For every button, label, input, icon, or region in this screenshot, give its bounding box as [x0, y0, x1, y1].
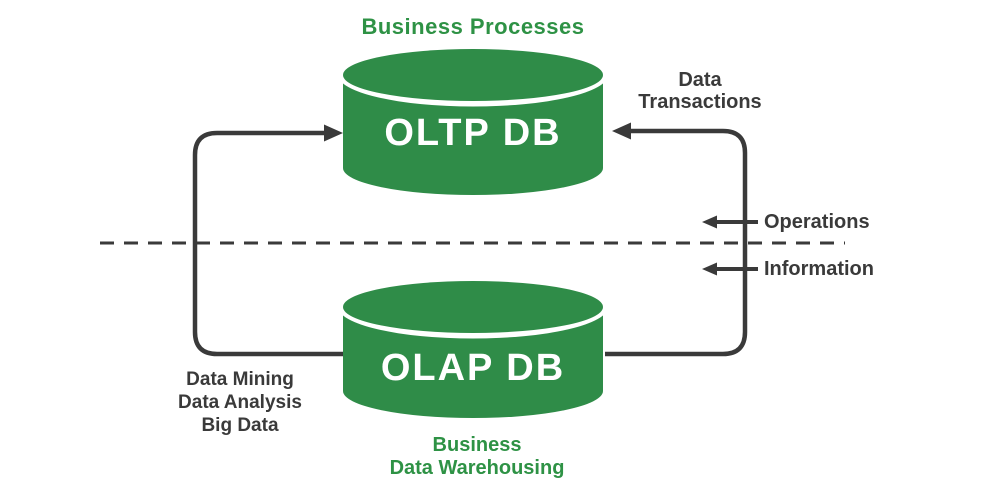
olap-to-oltp-right-connector — [605, 128, 748, 357]
data-transactions-label: Data Transactions — [605, 69, 795, 113]
oltp-cylinder-lid — [343, 49, 603, 101]
information-label: Information — [764, 258, 874, 280]
data-transactions-line2: Transactions — [638, 91, 762, 113]
oltp-cylinder-body — [343, 75, 603, 195]
olap-output-big-data: Big Data — [201, 415, 279, 436]
olap-db-label: OLAP DB — [380, 347, 566, 389]
business-data-warehousing-line2: Data Warehousing — [389, 457, 565, 479]
olap-output-data-mining: Data Mining — [186, 369, 294, 390]
operations-arrow-left-icon — [702, 215, 717, 229]
arrow-left-icon — [612, 122, 631, 140]
olap-cylinder-body — [343, 307, 603, 418]
olap-outputs-label: Data Mining Data Analysis Big Data — [120, 368, 360, 437]
operations-label: Operations — [764, 211, 870, 233]
olap-to-oltp-left-connector — [192, 130, 343, 357]
oltp-db-label: OLTP DB — [384, 112, 562, 154]
olap-output-data-analysis: Data Analysis — [178, 392, 302, 413]
business-data-warehousing-label: Business Data Warehousing — [337, 434, 617, 480]
business-data-warehousing-line1: Business — [432, 434, 522, 456]
business-processes-label: Business Processes — [361, 14, 585, 39]
olap-cylinder-lid — [343, 281, 603, 333]
arrow-right-icon — [324, 124, 343, 142]
oltp-database-cylinder-icon — [338, 43, 608, 195]
information-arrow-left-icon — [702, 262, 717, 276]
olap-database-cylinder-icon — [338, 275, 608, 418]
data-transactions-line1: Data — [678, 69, 722, 91]
